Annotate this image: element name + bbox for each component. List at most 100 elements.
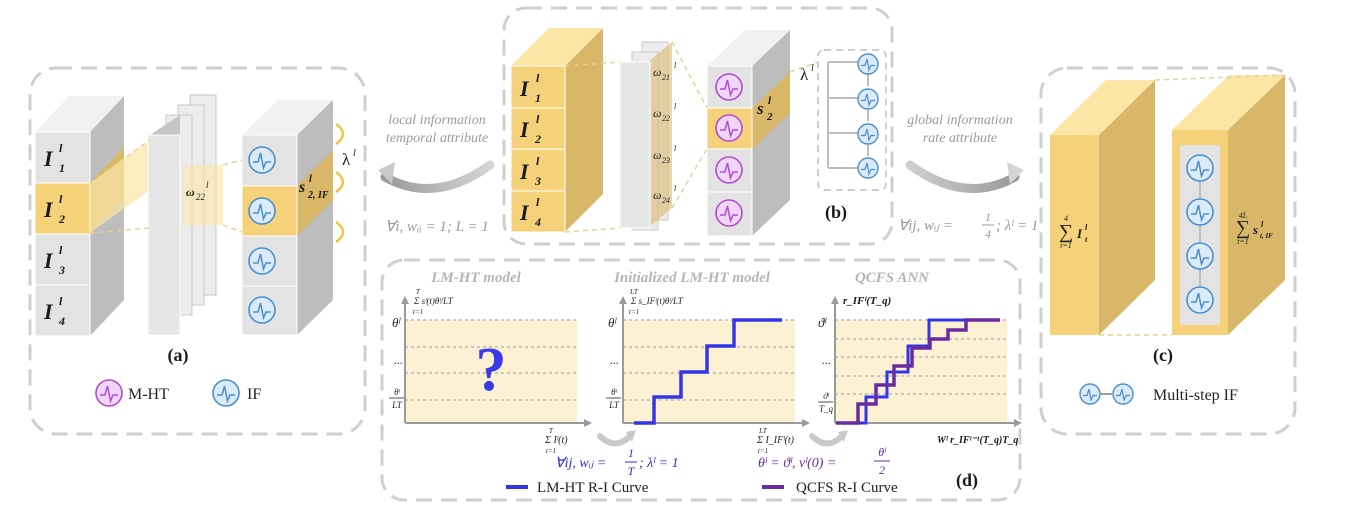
if-neuron-icon [248, 247, 276, 275]
svg-text:1: 1 [535, 91, 541, 105]
svg-text:θˡ: θˡ [611, 387, 617, 397]
panel-a: I 1 l I 2 l I 3 l I 4 l [28, 66, 367, 436]
if-column-a: s 2, IF l λ l [241, 100, 356, 336]
arrow-right-line2: rate attribute [923, 131, 997, 146]
svg-text:l: l [536, 112, 540, 126]
svg-text:∀ij, wᵢⱼ =: ∀ij, wᵢⱼ = [898, 218, 953, 234]
svg-text:2: 2 [58, 212, 65, 226]
svg-text:LT: LT [629, 288, 639, 296]
legend-mht-label: M-HT [128, 386, 169, 403]
plot2-ylabel: LT Σ s_IFˡ(t)θˡ/LT t=1 [629, 288, 684, 316]
if-neuron-icon [248, 296, 276, 324]
input-label-b-2: I 2 l [519, 112, 541, 146]
mht-legend-icon [95, 379, 123, 407]
svg-text:I: I [43, 146, 54, 171]
if-neuron-icon [248, 197, 276, 225]
svg-text:l: l [536, 195, 540, 209]
plot3-xlabel: Wˡ r_IFˡ⁻¹(T_q)T_q [937, 435, 1018, 446]
caption-a: (a) [168, 345, 189, 366]
if-neuron-icon [1186, 286, 1214, 314]
if-neuron-icon [1186, 154, 1214, 182]
caption-d: (d) [956, 470, 978, 491]
legend-if-label: IF [247, 386, 261, 403]
svg-text:22: 22 [662, 114, 670, 123]
panel-c-border [1039, 66, 1297, 436]
svg-text:l: l [811, 63, 814, 74]
svg-text:l: l [536, 71, 540, 85]
input-label-b-3: I 3 l [519, 154, 541, 188]
caption-b: (b) [825, 202, 847, 223]
plot1-title: LM-HT model [430, 270, 521, 286]
legend-lmht-label: LM-HT R-I Curve [537, 480, 649, 496]
svg-text:I: I [43, 197, 54, 222]
input-column-a: I 1 l I 2 l I 3 l I 4 l [34, 96, 150, 337]
svg-text:Σ sˡ(t)θˡ/LT: Σ sˡ(t)θˡ/LT [413, 296, 454, 306]
svg-text:∑: ∑ [1059, 221, 1073, 243]
question-mark: ? [476, 336, 507, 404]
connectors-a [89, 139, 243, 234]
svg-text:4L: 4L [1239, 211, 1248, 220]
svg-text:ϑˡ: ϑˡ [823, 391, 829, 401]
svg-text:T: T [416, 288, 421, 296]
if-neuron-icon [1186, 198, 1214, 226]
svg-text:l: l [536, 154, 540, 168]
mht-column-b: s 2 l λ l [706, 30, 814, 237]
svg-text:l: l [59, 294, 63, 308]
lmht-curve [634, 318, 782, 425]
weight-label-b-1: ω 21 l [653, 61, 677, 82]
plot1: ? T Σ sˡ(t)θˡ/LT t=1 θˡ ... θˡ LT T Σ Iˡ… [389, 288, 592, 455]
arrow-right-condition: ∀ij, wᵢⱼ = 1 4 ; λˡ = 1 [898, 210, 1038, 241]
svg-text:4: 4 [985, 227, 991, 241]
arrow-right-line1: global information [907, 113, 1012, 128]
svg-text:l: l [59, 141, 63, 155]
svg-text:l: l [674, 144, 677, 153]
plot-condition-2: θˡ = ϑˡ, vˡ(0) = θˡ 2 [758, 445, 890, 477]
svg-text:I: I [519, 159, 530, 184]
legend-qcfs-label: QCFS R-I Curve [796, 480, 898, 496]
svg-text:λ: λ [342, 150, 351, 169]
svg-text:l: l [353, 148, 356, 159]
plot1-ytick-mid: ... [394, 353, 403, 367]
lambda-label-a: λ l [342, 148, 356, 169]
svg-text:I: I [519, 76, 530, 101]
if-legend-icon [212, 379, 240, 407]
svg-text:1: 1 [59, 161, 65, 175]
if-neuron-icon [857, 53, 879, 75]
plot3: r_IFˡ(T_q) ϑˡ ... ϑˡ T_q Wˡ r_IFˡ⁻¹(T_q)… [818, 295, 1022, 446]
svg-text:I: I [43, 248, 54, 273]
svg-text:θˡ = ϑˡ, vˡ(0) =: θˡ = ϑˡ, vˡ(0) = [758, 456, 836, 471]
mht-neuron-icon [715, 199, 743, 227]
input-label-a-2: I 2 l [43, 192, 65, 226]
svg-text:2, IF: 2, IF [307, 190, 329, 201]
svg-text:s: s [1252, 222, 1258, 237]
panel-b-border [502, 6, 894, 246]
arrow-left-line2: temporal attribute [386, 131, 488, 146]
svg-text:t=1: t=1 [1237, 237, 1249, 246]
caption-c: (c) [1153, 345, 1173, 366]
plot2-ytick-mid: ... [610, 353, 619, 367]
weight-stack-b: ω 21 l ω 22 l ω 23 l ω 24 l [619, 41, 677, 231]
plot3-ytick-low: ϑˡ T_q [818, 391, 833, 414]
panel-a-border [28, 66, 367, 436]
svg-text:l: l [1085, 223, 1088, 232]
plot2-ytick-low: θˡ LT [606, 387, 621, 410]
plot3-ylabel: r_IFˡ(T_q) [843, 295, 891, 307]
if-neuron-icon [857, 157, 879, 179]
svg-text:t=1: t=1 [1060, 241, 1072, 250]
svg-text:; λˡ = 1: ; λˡ = 1 [639, 456, 679, 471]
svg-text:t=1: t=1 [758, 447, 768, 455]
spike-label-b: s 2 l [756, 95, 773, 123]
sum-output-label-c: 4L ∑ t=1 s t, IF l [1236, 211, 1273, 246]
svg-text:t=1: t=1 [629, 308, 639, 316]
svg-text:I: I [519, 117, 530, 142]
connectors-b [564, 41, 819, 233]
svg-text:ω: ω [653, 65, 661, 79]
qcfs-curve [836, 318, 1000, 425]
svg-text:2: 2 [766, 111, 773, 123]
svg-text:T_q: T_q [819, 404, 834, 414]
svg-text:Σ Iˡ(t): Σ Iˡ(t) [544, 435, 568, 446]
svg-text:Σ s_IFˡ(t)θˡ/LT: Σ s_IFˡ(t)θˡ/LT [630, 296, 684, 306]
spike-label-a: s 2, IF l [298, 174, 329, 201]
weight-label-b-3: ω 23 l [653, 144, 677, 165]
